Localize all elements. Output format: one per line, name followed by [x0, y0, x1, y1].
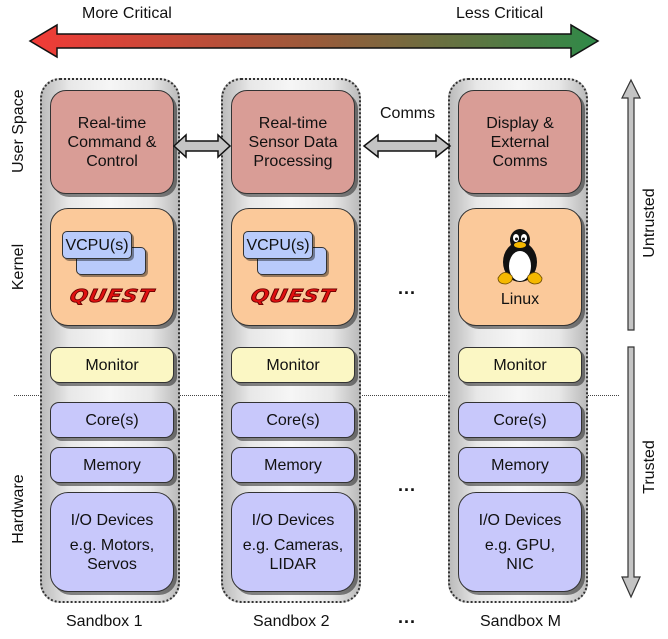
user-app-line: External — [490, 133, 550, 151]
io-title: I/O Devices — [70, 511, 154, 529]
sandbox-2: Real-time Sensor Data Processing VCPU(s)… — [221, 78, 361, 603]
user-app-box: Real-time Command & Control — [50, 90, 174, 194]
sandbox-1-name: Sandbox 1 — [66, 613, 143, 630]
ellipsis-kernel: ... — [398, 278, 417, 298]
more-critical-label: More Critical — [82, 5, 172, 22]
monitor-box: Monitor — [231, 347, 355, 383]
sandbox-m-name: Sandbox M — [480, 613, 561, 630]
vcpu-stack: VCPU(s) — [62, 231, 162, 281]
vcpu-stack: VCPU(s) — [243, 231, 343, 281]
comms-label: Comms — [380, 105, 436, 122]
sandbox-1: Real-time Command & Control VCPU(s) QUES… — [40, 78, 180, 603]
memory-box: Memory — [231, 447, 355, 483]
kernel-box: VCPU(s) QUEST — [50, 208, 174, 326]
layer-label-hardware: Hardware — [10, 474, 27, 544]
layer-label-user-space: User Space — [10, 89, 27, 173]
quest-logo: QUEST — [249, 285, 338, 307]
user-app-box: Display & External Comms — [458, 90, 582, 194]
user-app-line: Display & — [486, 114, 554, 132]
user-app-line: Command & — [67, 133, 157, 151]
kernel-box: VCPU(s) QUEST — [231, 208, 355, 326]
criticality-arrow-body — [28, 23, 600, 59]
io-example: e.g. Motors, — [69, 536, 155, 554]
io-example: LIDAR — [269, 555, 317, 573]
user-app-line: Control — [86, 152, 138, 170]
vcpu-box: VCPU(s) — [243, 231, 313, 259]
io-title: I/O Devices — [478, 511, 562, 529]
less-critical-label: Less Critical — [456, 5, 544, 22]
sandbox-2-name: Sandbox 2 — [253, 613, 330, 630]
user-app-line: Sensor Data — [248, 133, 338, 151]
kernel-box: Linux — [458, 208, 582, 326]
monitor-box: Monitor — [50, 347, 174, 383]
core-box: Core(s) — [458, 402, 582, 438]
core-box: Core(s) — [231, 402, 355, 438]
io-example: e.g. GPU, — [484, 536, 556, 554]
memory-box: Memory — [458, 447, 582, 483]
io-example: Servos — [87, 555, 137, 573]
user-app-line: Processing — [253, 152, 333, 170]
io-devices-box: I/O Devices e.g. GPU, NIC — [458, 492, 582, 592]
tux-penguin-icon — [497, 228, 543, 284]
core-box: Core(s) — [50, 402, 174, 438]
user-app-line: Real-time — [258, 114, 328, 132]
comms-arrow-2-m — [362, 133, 452, 159]
criticality-arrow — [28, 23, 600, 59]
io-title: I/O Devices — [251, 511, 335, 529]
quest-logo: QUEST — [68, 285, 157, 307]
untrusted-arrow-up — [621, 78, 641, 331]
comms-arrow-1-2 — [172, 133, 232, 159]
user-app-line: Real-time — [77, 114, 147, 132]
user-app-line: Comms — [492, 152, 548, 170]
io-example: e.g. Cameras, — [242, 536, 344, 554]
memory-box: Memory — [50, 447, 174, 483]
io-example: NIC — [506, 555, 534, 573]
vcpu-box: VCPU(s) — [62, 231, 132, 259]
trusted-arrow-down — [621, 346, 641, 599]
user-app-box: Real-time Sensor Data Processing — [231, 90, 355, 194]
io-devices-box: I/O Devices e.g. Motors, Servos — [50, 492, 174, 592]
ellipsis-hardware: ... — [398, 475, 417, 495]
sandbox-m: Display & External Comms Linux Monitor C… — [448, 78, 588, 603]
layer-label-kernel: Kernel — [10, 243, 27, 291]
io-devices-box: I/O Devices e.g. Cameras, LIDAR — [231, 492, 355, 592]
monitor-box: Monitor — [458, 347, 582, 383]
linux-label: Linux — [500, 290, 540, 308]
ellipsis-sandbox-names: ... — [398, 607, 417, 627]
untrusted-label: Untrusted — [641, 188, 658, 258]
trusted-label: Trusted — [641, 440, 658, 494]
